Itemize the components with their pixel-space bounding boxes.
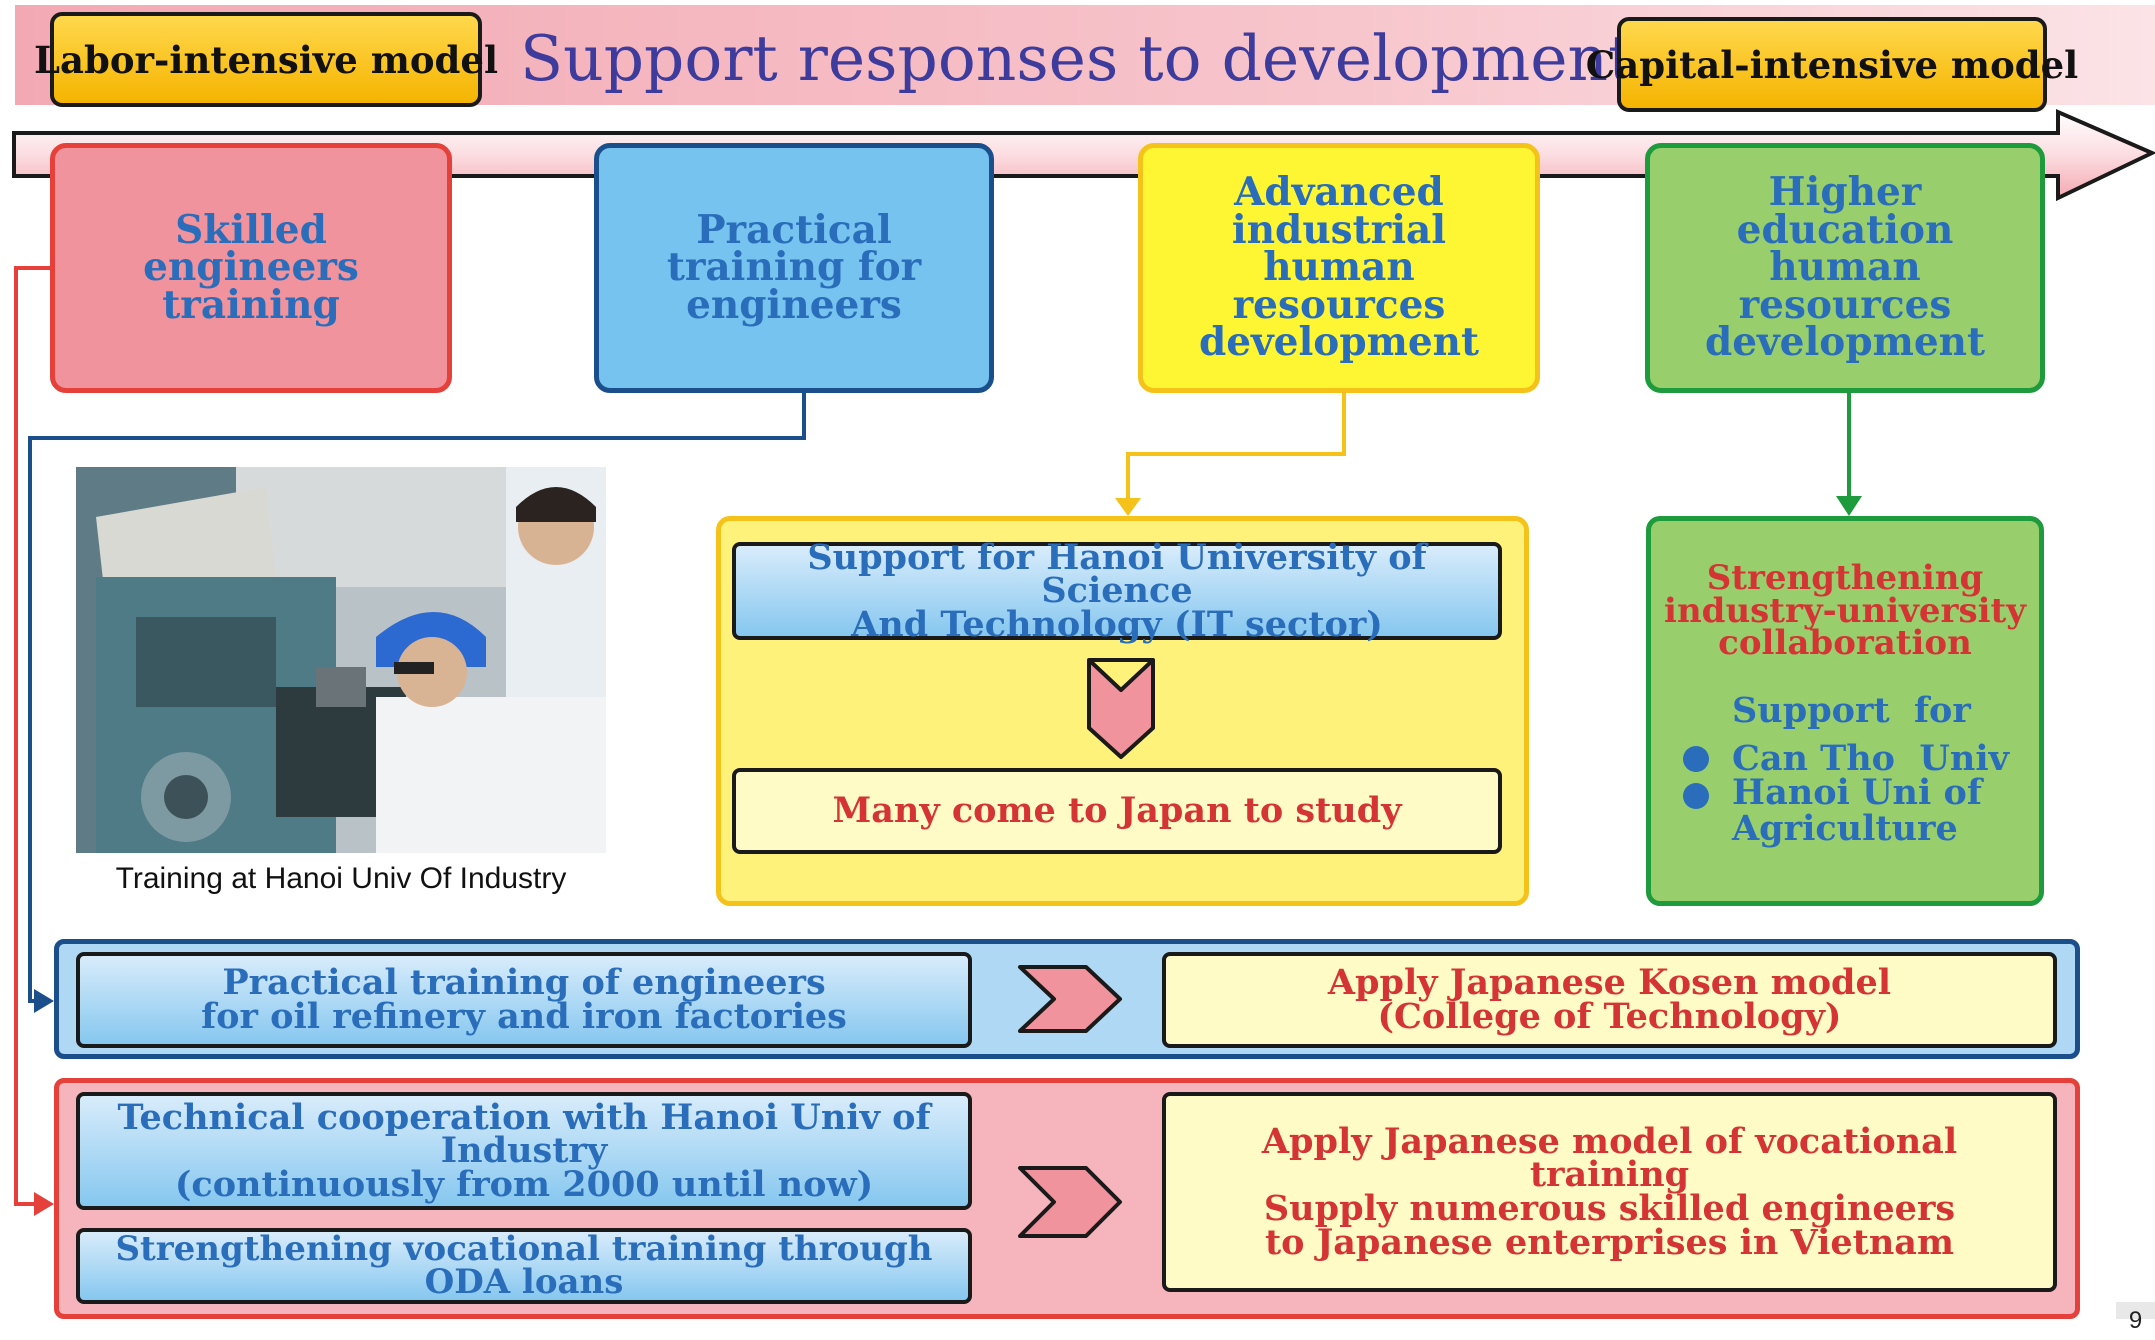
training-photo — [76, 467, 606, 853]
bullet-icon — [1683, 783, 1709, 809]
training-photo-illustration — [76, 467, 606, 853]
stage-skilled-engineers: Skilled engineers training — [50, 143, 452, 393]
stage-higher-label: Higher education human resources develop… — [1704, 169, 1986, 366]
oil-refinery-training-text: Practical training of engineers for oil … — [201, 962, 847, 1037]
skilled-connector — [14, 266, 54, 1216]
stage-practical-training: Practical training for engineers — [594, 143, 994, 393]
bullet-icon — [1683, 746, 1709, 772]
page-title: Support responses to development level — [520, 18, 1804, 98]
labor-intensive-tag: Labor-intensive model — [34, 12, 498, 107]
study-in-japan-text: Many come to Japan to study — [832, 790, 1402, 832]
stage-advanced-industrial: Advanced industrial human resources deve… — [1138, 143, 1540, 393]
higher-ed-connector — [1836, 393, 1862, 516]
support-item-can-tho: Can Tho Univ — [1732, 738, 2009, 779]
page-number: 9 — [2116, 1302, 2155, 1334]
hust-support-box: Support for Hanoi University of Science … — [732, 536, 1502, 645]
support-item-hanoi-agriculture: Hanoi Uni of Agriculture — [1732, 772, 1982, 849]
photo-caption: Training at Hanoi Univ Of Industry — [115, 862, 567, 895]
oil-refinery-training-box: Practical training of engineers for oil … — [76, 952, 972, 1048]
industry-university-heading: Strengthening industry-university collab… — [1664, 558, 2026, 664]
chevron-right-icon — [1018, 965, 1122, 1033]
labor-intensive-label: Labor-intensive model — [34, 37, 498, 82]
oda-loans-box: Strengthening vocational training throug… — [76, 1228, 972, 1304]
page-title-text: Support responses to development level — [520, 21, 1804, 95]
practical-connector — [28, 393, 806, 1013]
vocational-model-box: Apply Japanese model of vocational train… — [1162, 1092, 2057, 1292]
kosen-model-box: Apply Japanese Kosen model (College of T… — [1162, 952, 2057, 1048]
support-for-label: Support for — [1732, 690, 1971, 731]
kosen-model-text: Apply Japanese Kosen model (College of T… — [1327, 962, 1892, 1037]
stage-practical-label: Practical training for engineers — [666, 206, 922, 328]
capital-intensive-tag: Capital-intensive model — [1586, 17, 2078, 112]
advanced-connector — [1115, 393, 1346, 516]
chevron-down-icon — [1087, 658, 1155, 759]
vocational-model-text: Apply Japanese model of vocational train… — [1261, 1120, 1958, 1263]
hust-support-text: Support for Hanoi University of Science … — [807, 536, 1427, 645]
hanoi-univ-industry-box: Technical cooperation with Hanoi Univ of… — [76, 1092, 972, 1210]
stage-advanced-label: Advanced industrial human resources deve… — [1198, 169, 1480, 366]
capital-intensive-label: Capital-intensive model — [1585, 42, 2079, 87]
hanoi-univ-industry-text: Technical cooperation with Hanoi Univ of… — [117, 1096, 931, 1205]
chevron-right-icon — [1018, 1166, 1122, 1238]
stage-skilled-label: Skilled engineers training — [143, 206, 359, 328]
higher-ed-panel — [1646, 516, 2044, 906]
study-in-japan-box: Many come to Japan to study — [732, 768, 1502, 854]
oda-loans-text: Strengthening vocational training throug… — [115, 1229, 933, 1302]
stage-higher-education: Higher education human resources develop… — [1645, 143, 2045, 393]
